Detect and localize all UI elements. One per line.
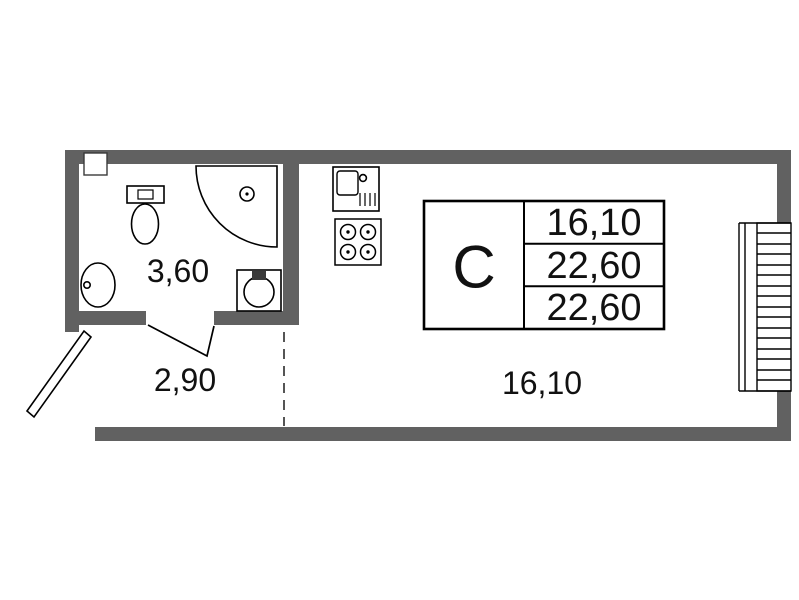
stove-burner (359, 243, 377, 261)
kitchen-sink-icon (332, 166, 380, 212)
stove-burner-dot (346, 230, 350, 234)
legend-value-1: 16,10 (546, 202, 641, 244)
wall-left (65, 150, 79, 332)
bathroom-south-wall-right (214, 311, 299, 325)
legend-table: С 16,10 22,60 22,60 (422, 199, 666, 331)
washbasin-faucet (83, 280, 92, 289)
radiator-rungs (757, 232, 791, 381)
legend-letter: С (452, 234, 495, 301)
toilet-button (137, 189, 154, 200)
stove-burner-dot (366, 250, 370, 254)
corner-bath-icon (195, 165, 278, 248)
bathroom-door-leaf (147, 324, 215, 358)
stove-burner-dot (366, 230, 370, 234)
room-area-label: 16,10 (502, 365, 582, 401)
bathroom-area-label: 3,60 (147, 253, 209, 289)
vent-duct-notch (83, 152, 108, 176)
wall-top (65, 150, 791, 164)
corner-bath-outline (195, 165, 278, 248)
bathroom-east-wall (283, 164, 299, 325)
legend-value-2: 22,60 (546, 245, 641, 287)
washbasin-bowl (80, 262, 116, 308)
washbasin-icon (80, 262, 116, 308)
stove-burner (359, 223, 377, 241)
pedestal-sink-faucet (252, 271, 266, 280)
legend-table-border (422, 199, 666, 331)
wall-right-lower (777, 391, 791, 441)
bath-drain-dot (245, 192, 249, 196)
outer-walls (65, 150, 791, 441)
stove-burner (339, 223, 357, 241)
stove-burner-dot (346, 250, 350, 254)
bathroom-south-wall-left (79, 311, 146, 325)
entrance-door-leaf (25, 329, 93, 419)
interior-walls (79, 164, 299, 325)
window (738, 222, 792, 392)
kitchen-sink-basin (336, 170, 359, 196)
stove-body (334, 218, 382, 266)
stove-icon (334, 218, 382, 266)
toilet-bowl (130, 203, 160, 245)
wall-bottom (95, 427, 791, 441)
hallway-area-label: 2,90 (154, 362, 216, 398)
pedestal-sink-bowl (243, 276, 275, 308)
legend-value-3: 22,60 (546, 287, 641, 329)
kitchen-sink-drainboard-lines (359, 193, 376, 206)
stove-burner (339, 243, 357, 261)
toilet-icon (126, 185, 165, 245)
kitchen-sink-faucet (358, 173, 368, 183)
wall-right-upper (777, 150, 791, 223)
pedestal-sink-icon (236, 269, 282, 312)
